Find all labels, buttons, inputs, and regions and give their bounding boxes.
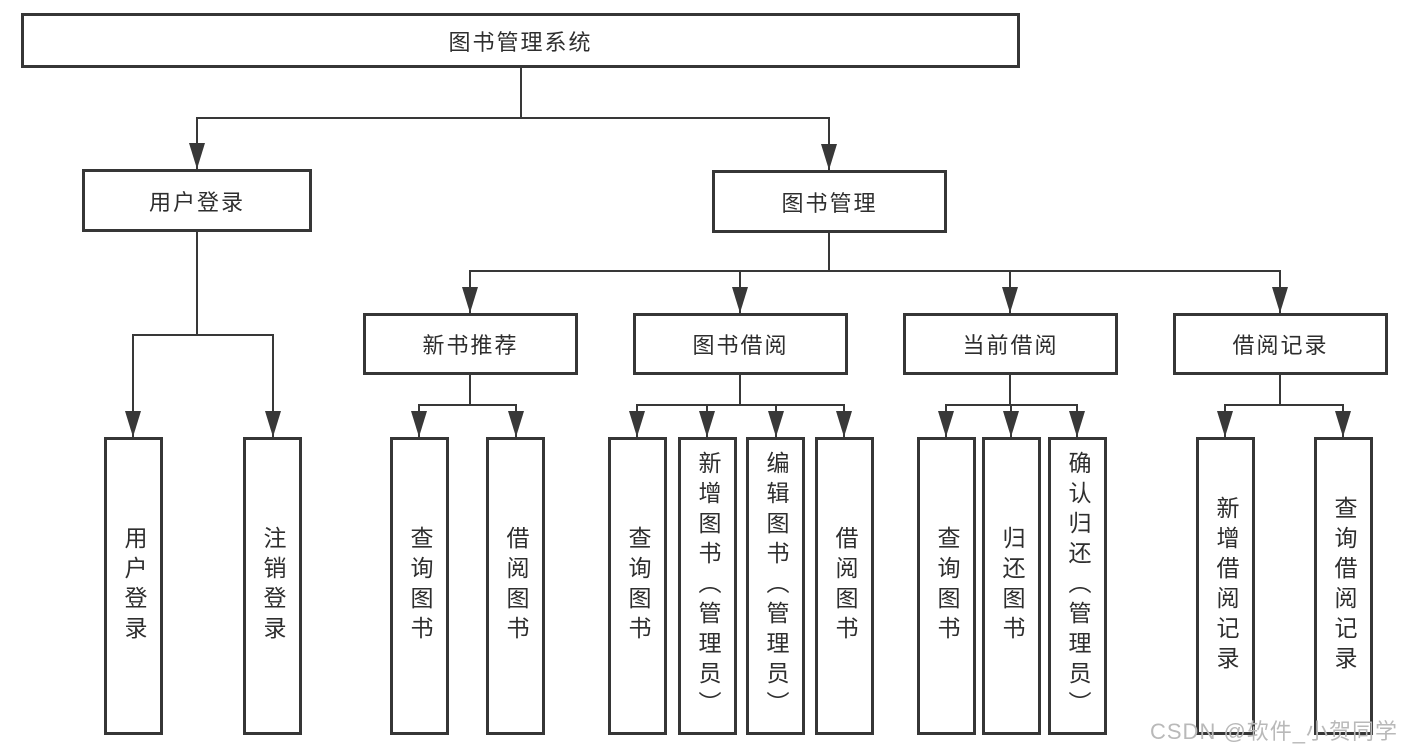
arrow-down-icon: [1217, 411, 1233, 437]
connector-book-borrow-rail: [636, 404, 845, 406]
node-current-borrow: 当前借阅: [903, 313, 1118, 375]
node-leaf-add-books-admin: 新增图书（管理员）: [678, 437, 737, 735]
watermark: CSDN @软件_小贺同学: [1150, 719, 1399, 744]
node-leaf-query-books-current: 查询图书: [917, 437, 976, 735]
arrow-down-icon: [508, 411, 524, 437]
connector-to-leaf-logout: [272, 334, 274, 437]
arrow-down-icon: [629, 411, 645, 437]
connector-book-management-stem: [828, 233, 830, 272]
arrow-down-icon: [732, 287, 748, 313]
node-leaf-borrow-books-recommend: 借阅图书: [486, 437, 545, 735]
node-user-login: 用户登录: [82, 169, 312, 232]
node-leaf-query-books-borrow: 查询图书: [608, 437, 667, 735]
node-leaf-return-books: 归还图书: [982, 437, 1041, 735]
arrow-down-icon: [821, 144, 837, 170]
connector-borrow-records-stem: [1279, 375, 1281, 406]
connector-user-login-rail: [132, 334, 274, 336]
arrow-down-icon: [938, 411, 954, 437]
connector-current-borrow-stem: [1009, 375, 1011, 406]
node-leaf-borrow-books: 借阅图书: [815, 437, 874, 735]
node-book-borrow: 图书借阅: [633, 313, 848, 375]
arrow-down-icon: [1002, 287, 1018, 313]
node-leaf-confirm-return-admin: 确认归还（管理员）: [1048, 437, 1107, 735]
arrow-down-icon: [265, 411, 281, 437]
node-new-book-recommend: 新书推荐: [363, 313, 578, 375]
node-borrow-records: 借阅记录: [1173, 313, 1388, 375]
connector-new-book-recommend-rail: [418, 404, 517, 406]
connector-root-stem: [520, 68, 522, 119]
arrow-down-icon: [125, 411, 141, 437]
connector-new-book-recommend-stem: [469, 375, 471, 406]
node-leaf-logout: 注销登录: [243, 437, 302, 735]
node-leaf-query-borrow-record: 查询借阅记录: [1314, 437, 1373, 735]
arrow-down-icon: [411, 411, 427, 437]
arrow-down-icon: [768, 411, 784, 437]
node-leaf-add-borrow-record: 新增借阅记录: [1196, 437, 1255, 735]
connector-root-rail: [196, 117, 830, 119]
arrow-down-icon: [1069, 411, 1085, 437]
arrow-down-icon: [836, 411, 852, 437]
arrow-down-icon: [189, 143, 205, 169]
connector-book-management-rail: [469, 270, 1281, 272]
connector-user-login-stem: [196, 232, 198, 336]
connector-to-leaf-user-login: [132, 334, 134, 437]
arrow-down-icon: [462, 287, 478, 313]
node-root: 图书管理系统: [21, 13, 1020, 68]
arrow-down-icon: [1335, 411, 1351, 437]
node-leaf-edit-books-admin: 编辑图书（管理员）: [746, 437, 805, 735]
connector-borrow-records-rail: [1224, 404, 1344, 406]
node-book-management: 图书管理: [712, 170, 947, 233]
connector-book-borrow-stem: [739, 375, 741, 406]
arrow-down-icon: [1272, 287, 1288, 313]
node-leaf-query-books-recommend: 查询图书: [390, 437, 449, 735]
arrow-down-icon: [1003, 411, 1019, 437]
connector-root-to-book-management: [828, 117, 830, 170]
node-leaf-user-login: 用户登录: [104, 437, 163, 735]
arrow-down-icon: [699, 411, 715, 437]
